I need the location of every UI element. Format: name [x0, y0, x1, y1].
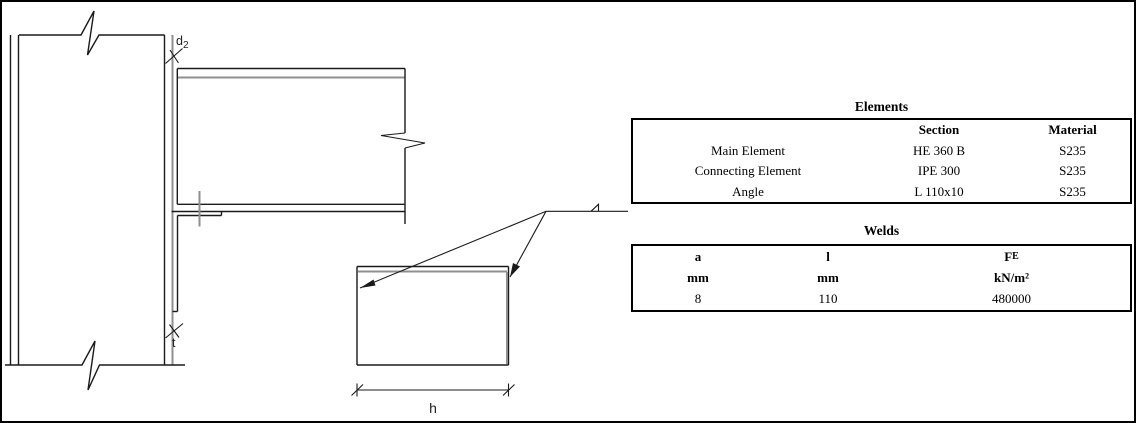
welds-unit-l: mm: [817, 269, 839, 285]
elements-col-header-section: Section: [918, 122, 960, 138]
column-top-break-line: [19, 10, 165, 56]
welds-value-fe: 480000: [992, 291, 1031, 307]
welds-fe-main: F: [1004, 248, 1013, 264]
welds-unit-fe: kN/m²: [994, 269, 1029, 285]
weld-leader-lines: [359, 203, 628, 289]
angle-detail-plate: [356, 265, 510, 366]
column-he360b: [5, 10, 185, 391]
t-thickness-label: t: [172, 336, 176, 350]
elements-row-section: L 110x10: [914, 183, 964, 199]
dimension-h-line: [351, 383, 515, 397]
welds-value-a: 8: [694, 291, 702, 307]
elements-row-material: S235: [1059, 183, 1086, 199]
beam-end-break-line: [380, 132, 426, 149]
elements-row-label: Angle: [732, 183, 764, 199]
welds-fe-sub: E: [1012, 251, 1019, 263]
t-dimension-tick: [165, 323, 184, 339]
leader-arrowhead-right: [510, 263, 520, 277]
d2-gap-label: d2: [176, 35, 189, 51]
elements-row-material: S235: [1059, 163, 1086, 179]
elements-col-header-material: Material: [1048, 122, 1097, 138]
welds-col-header-l: l: [826, 248, 830, 264]
welds-col-header-a: a: [694, 248, 702, 264]
elements-corner-cell: [633, 120, 863, 141]
elements-row-label: Connecting Element: [694, 163, 802, 179]
angle-cleat: [172, 211, 223, 313]
welds-table-title: Welds: [863, 223, 900, 238]
elements-table-title: Elements: [854, 99, 909, 114]
elements-row-section: HE 360 B: [913, 142, 965, 158]
column-bottom-break-line: [5, 340, 185, 391]
d2-gap-label-sub: 2: [182, 40, 189, 51]
welds-value-l: 110: [818, 291, 838, 307]
beam-ipe300: [171, 67, 426, 224]
leader-arrowhead-left: [360, 279, 376, 288]
d2-dimension-tick: [165, 48, 183, 64]
h-height-label: h: [429, 400, 437, 416]
d2-gap-label-main: d: [176, 34, 183, 48]
elements-row-section: IPE 300: [917, 163, 961, 179]
fillet-weld-symbol: [590, 203, 600, 212]
elements-row-material: S235: [1059, 142, 1086, 158]
elements-row-label: Main Element: [710, 142, 785, 158]
elements-table: Section Material Main Element HE 360 B S…: [631, 118, 1132, 204]
welds-unit-a: mm: [687, 269, 709, 285]
